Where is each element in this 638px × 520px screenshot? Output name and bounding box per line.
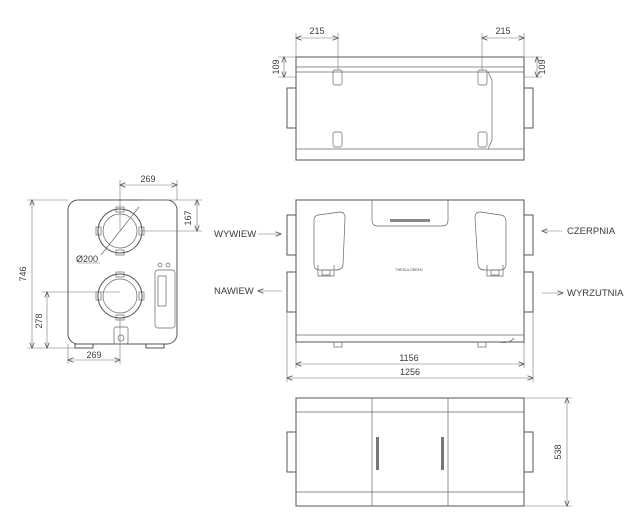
- label-czerpnia: CZERPNIA: [567, 226, 616, 237]
- bottom-handle-left: [376, 437, 379, 470]
- dim-top-right-offset: 215: [495, 26, 510, 36]
- dim-bottom-depth: 538: [553, 444, 563, 459]
- front-view: [286, 199, 534, 348]
- label-nawiew: NAWIEW: [214, 286, 254, 297]
- label-wyrzutnia: WYRZUTNIA: [567, 288, 624, 299]
- dim-side-height-lower: 278: [34, 313, 44, 328]
- dim-side-offset-right: 167: [183, 210, 193, 225]
- dim-front-inner-width: 1156: [399, 353, 418, 363]
- dim-top-left-height: 109: [271, 59, 281, 74]
- front-badge: THESLA.GREEN: [395, 268, 423, 272]
- side-view: [67, 199, 178, 349]
- front-slot: [390, 219, 430, 222]
- dim-side-height-total: 746: [18, 266, 28, 281]
- bottom-view-dimensions: [524, 398, 572, 506]
- airflow-arrows: [258, 231, 563, 293]
- bottom-handle-right: [441, 437, 444, 470]
- dim-side-diameter: Ø200: [76, 254, 98, 264]
- label-wywiew: WYWIEW: [214, 229, 256, 240]
- dim-top-right-height: 109: [537, 59, 547, 74]
- front-view-dimensions: [287, 312, 533, 382]
- dim-front-total-width: 1256: [400, 367, 420, 377]
- dim-side-width-top: 269: [140, 174, 155, 184]
- side-view-dimensions: [27, 180, 202, 364]
- top-view-dimensions: [278, 33, 542, 77]
- dim-top-left-offset: 215: [309, 26, 324, 36]
- dim-side-width-bottom: 269: [86, 350, 101, 360]
- top-view: [286, 56, 534, 161]
- bottom-view: [286, 397, 534, 507]
